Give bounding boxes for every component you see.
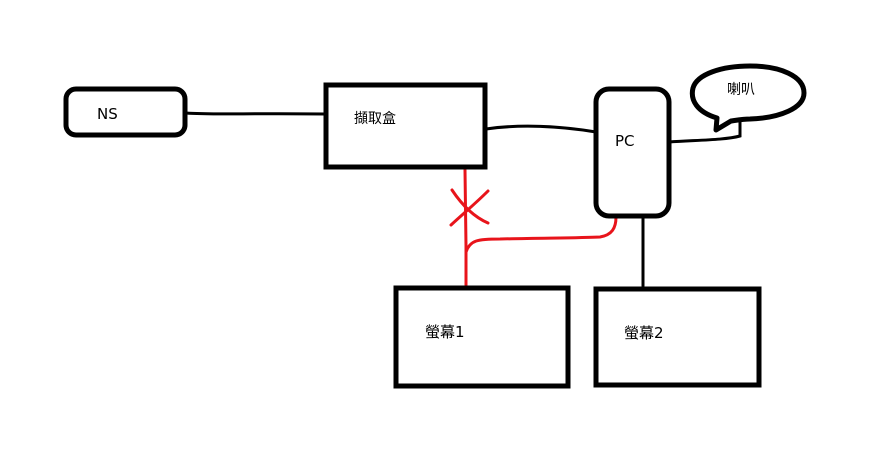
pc-box (593, 86, 672, 219)
wire-pc-to-speaker (667, 118, 742, 144)
speaker-bubble (689, 63, 807, 133)
monitor1-label: 螢幕1 (425, 323, 465, 341)
wire-capture-to-pc (484, 124, 598, 134)
monitor2-label: 螢幕2 (624, 324, 664, 342)
capture-box (323, 82, 488, 170)
speaker-label: 喇叭 (727, 82, 755, 98)
ns-label: NS (97, 105, 118, 123)
pc-label: PC (615, 132, 635, 150)
blocked-wire-capture-to-monitor1 (463, 168, 468, 287)
rerouted-wire-pc-to-monitor1 (464, 215, 618, 254)
monitor1-box (393, 285, 571, 389)
wire-ns-to-capture (184, 111, 328, 116)
blocked-x-mark-stroke-2 (449, 189, 490, 227)
ns-box (63, 86, 188, 138)
monitor2-box (593, 286, 762, 388)
capture-box-label: 擷取盒 (354, 111, 396, 127)
